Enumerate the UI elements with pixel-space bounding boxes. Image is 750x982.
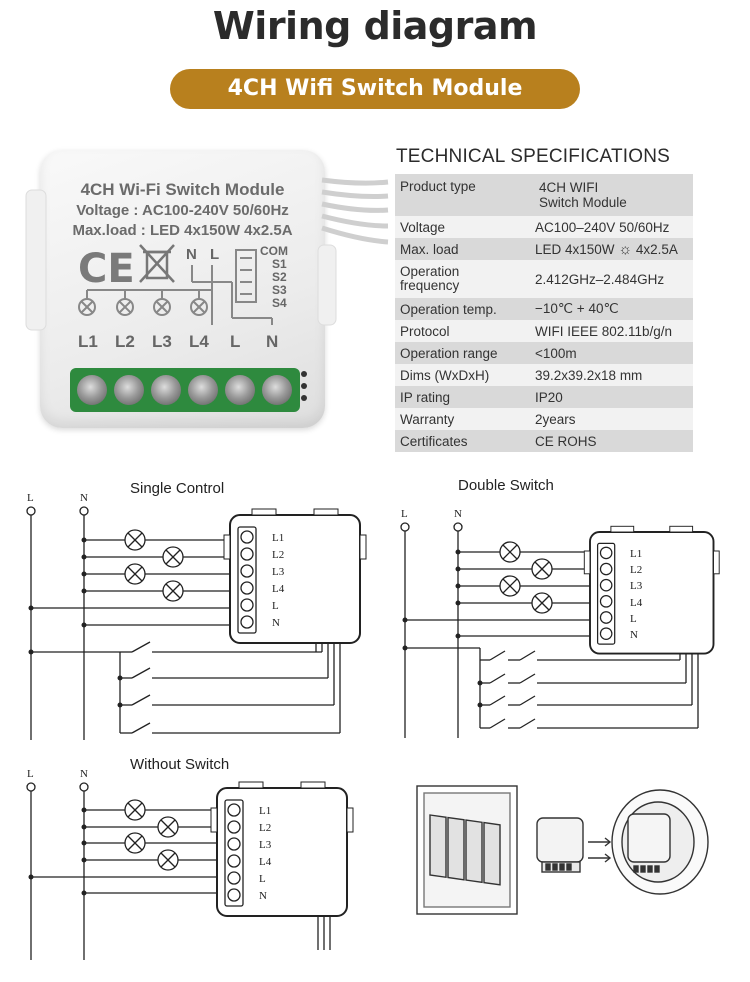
spec-key: Warranty [395, 408, 535, 430]
weee-bin-icon [139, 244, 175, 283]
module-terminal-l: L [230, 332, 241, 351]
terminal-screw [77, 375, 107, 405]
terminal-block [70, 368, 300, 412]
ws-n-label: N [80, 768, 88, 780]
indicator-dots [301, 371, 307, 401]
module-s4-label: S4 [272, 296, 287, 310]
terminal-screw [225, 375, 255, 405]
table-row: Operation range <100m [395, 342, 693, 364]
spec-value: IP20 [535, 386, 693, 408]
table-row: Protocol WIFI IEEE 802.11b/g/n [395, 320, 693, 342]
spec-value: 2.412GHz–2.484GHz [535, 260, 693, 298]
module-s3-label: S3 [272, 283, 287, 297]
page-title: Wiring diagram [212, 4, 538, 48]
junction-dots [28, 537, 123, 708]
dimmer-sun-icon: ☼ [618, 240, 633, 258]
table-row: Operation temp. −10℃ + 40℃ [395, 298, 693, 320]
spec-value: 39.2x39.2x18 mm [535, 364, 693, 386]
terminal-screw [262, 375, 292, 405]
table-row: Warranty 2years [395, 408, 693, 430]
sc-n-label: N [80, 492, 88, 504]
installation-illustration [416, 785, 709, 915]
terminal-screw [114, 375, 144, 405]
ds-n-label: N [454, 508, 462, 520]
double-switch-diagram [400, 522, 699, 738]
module-schematic [78, 249, 273, 325]
table-row: Dims (WxDxH) 39.2x39.2x18 mm [395, 364, 693, 386]
spec-value: CE ROHS [535, 430, 693, 452]
module-photo: 4CH Wi-Fi Switch Module Voltage : AC100-… [40, 150, 325, 428]
spec-value: WIFI IEEE 802.11b/g/n [535, 320, 693, 342]
module-s1-label: S1 [272, 257, 287, 271]
spec-key: Max. load [395, 238, 535, 260]
module-terminal-l1: L1 [78, 332, 98, 351]
spec-key: Dims (WxDxH) [395, 364, 535, 386]
spec-value: −10℃ + 40℃ [535, 298, 693, 320]
module-terminal-n: N [266, 332, 279, 351]
ws-l-label: L [27, 768, 34, 780]
module-title-text: 4CH Wi-Fi Switch Module [80, 180, 285, 199]
without-switch-title: Without Switch [130, 756, 230, 773]
without-switch-diagram [26, 782, 331, 960]
spec-key: Product type [395, 174, 535, 216]
module-maxload-text: Max.load : LED 4x150W 4x2.5A [72, 222, 293, 239]
ce-icon: CE [78, 246, 135, 292]
spec-key: Protocol [395, 320, 535, 342]
spec-value: LED 4x150W ☼ 4x2.5A [535, 238, 693, 260]
terminal-screw [151, 375, 181, 405]
table-row: IP rating IP20 [395, 386, 693, 408]
module-com-label: COM [260, 244, 288, 258]
spec-key: Operation range [395, 342, 535, 364]
module-terminal-l4: L4 [189, 332, 209, 351]
spec-key: Operation temp. [395, 298, 535, 320]
module-l-label: L [210, 246, 220, 263]
module-n-label: N [186, 246, 197, 263]
module-s2-label: S2 [272, 270, 287, 284]
module-voltage-text: Voltage : AC100-240V 50/60Hz [76, 202, 289, 219]
single-control-title: Single Control [130, 480, 225, 497]
spec-value: AC100–240V 50/60Hz [535, 216, 693, 238]
product-banner: 4CH Wifi Switch Module [170, 69, 580, 109]
table-row: Voltage AC100–240V 50/60Hz [395, 216, 693, 238]
double-switch-title: Double Switch [458, 477, 554, 494]
module-terminal-l3: L3 [152, 332, 172, 351]
spec-value: <100m [535, 342, 693, 364]
spec-value: 2years [535, 408, 693, 430]
sc-l-label: L [27, 492, 34, 504]
spec-key: Certificates [395, 430, 535, 452]
table-row: Certificates CE ROHS [395, 430, 693, 452]
specs-title: TECHNICAL SPECIFICATIONS [396, 146, 671, 167]
spec-key: IP rating [395, 386, 535, 408]
spec-key: Voltage [395, 216, 535, 238]
ds-l-label: L [401, 508, 408, 520]
terminal-screw [188, 375, 218, 405]
table-row: Max. load LED 4x150W ☼ 4x2.5A [395, 238, 693, 260]
module-terminal-l2: L2 [115, 332, 135, 351]
